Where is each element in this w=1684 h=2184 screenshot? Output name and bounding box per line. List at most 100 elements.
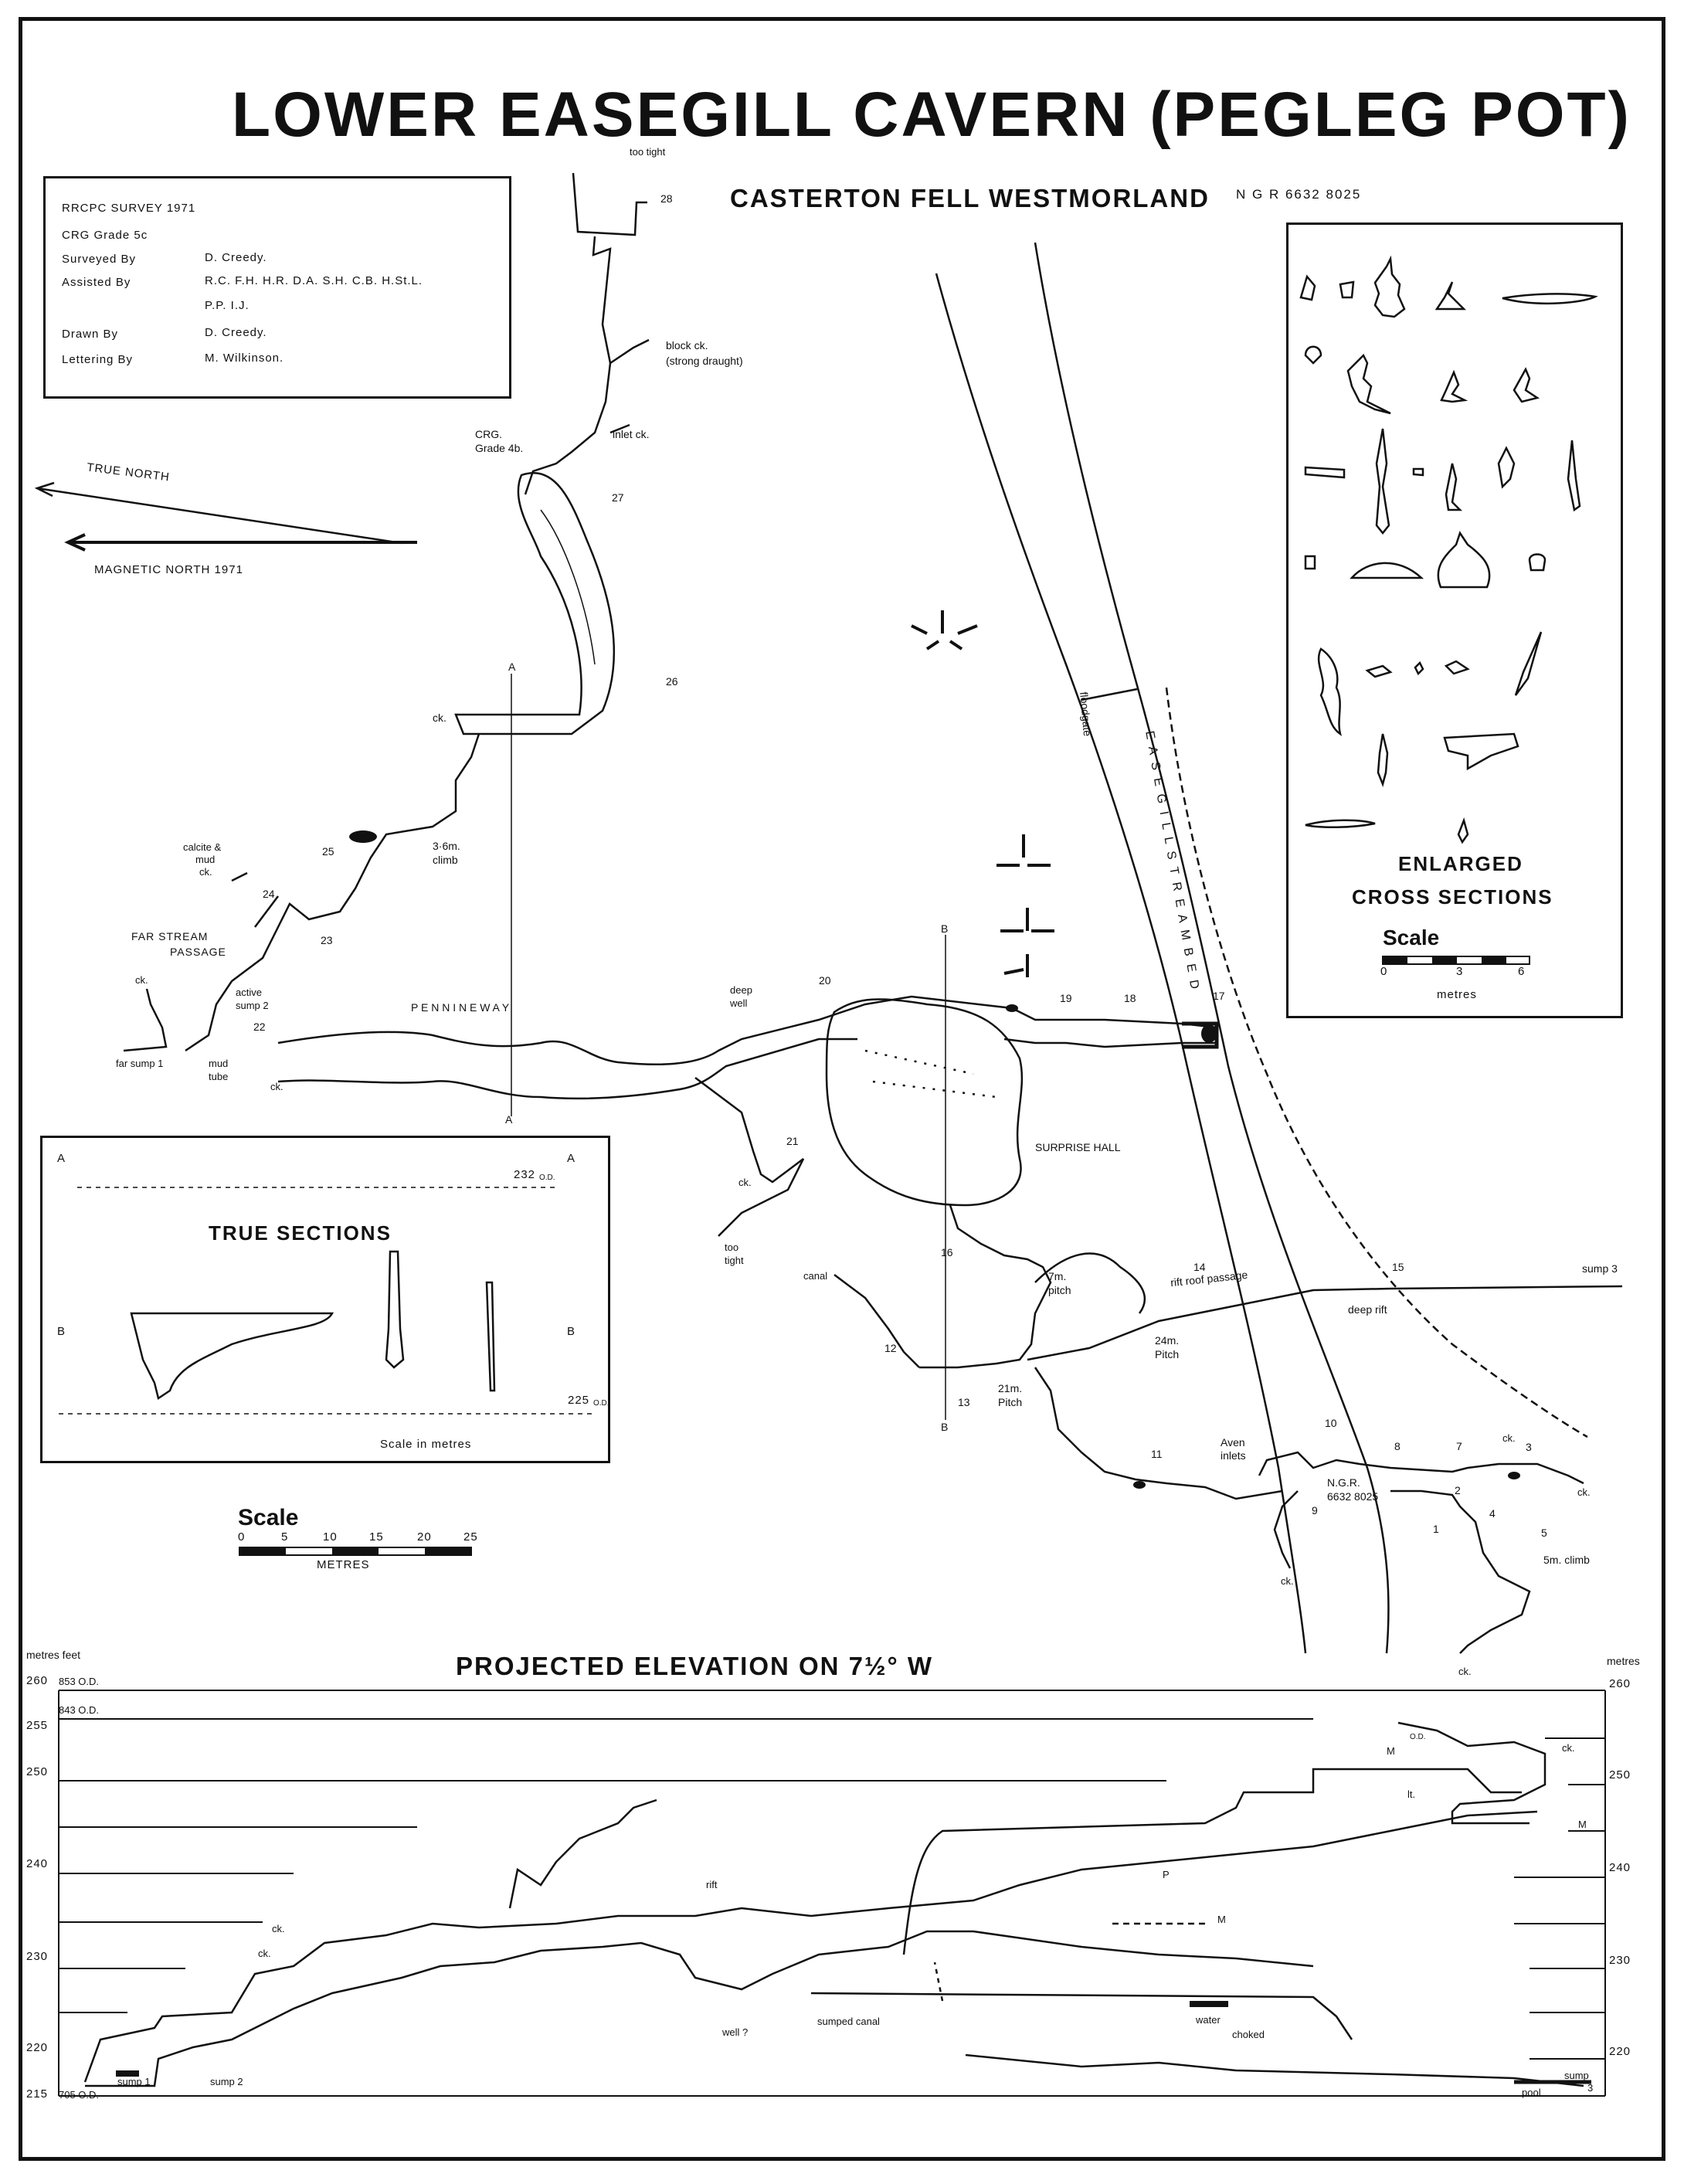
passage-26-to-22 xyxy=(185,733,480,1052)
cross-section-10 xyxy=(1304,466,1346,479)
scale-tick-20: 20 xyxy=(417,1530,432,1544)
station-19: 19 xyxy=(1060,992,1072,1004)
cross-sections-box xyxy=(1286,222,1623,1018)
station-11: 11 xyxy=(1151,1448,1163,1460)
section-b-right: B xyxy=(567,1325,576,1338)
main-scale-bar xyxy=(239,1547,472,1556)
surprise-hall-outline xyxy=(825,998,1024,1207)
cross-section-14 xyxy=(1497,446,1516,489)
elev-label-water: water xyxy=(1196,2014,1221,2026)
scale-tick-25: 25 xyxy=(463,1530,478,1544)
surveyed-by: D. Creedy. xyxy=(205,251,267,264)
cross-section-17 xyxy=(1350,562,1424,579)
passage-16-to-13 xyxy=(919,1204,1052,1369)
magnetic-north-arrowhead xyxy=(64,533,86,552)
right-level-240: 240 xyxy=(1609,1861,1631,1874)
cross-section-7 xyxy=(1346,353,1391,415)
label-ngr-value: 6632 8025 xyxy=(1327,1490,1379,1503)
left-level-240: 240 xyxy=(26,1857,49,1870)
cross-scale-tick-0: 0 xyxy=(1380,965,1388,978)
label-active: active xyxy=(236,987,262,998)
lettering-by-label: Lettering By xyxy=(62,353,134,366)
label-ck-aven: ck. xyxy=(1281,1575,1294,1587)
elev-label-sump2: sump 2 xyxy=(210,2076,243,2087)
cross-section-16 xyxy=(1304,555,1316,570)
label-5m-climb: 5m. climb xyxy=(1543,1554,1590,1566)
label-ck-5: ck. xyxy=(1458,1666,1472,1677)
station-27: 27 xyxy=(612,491,624,504)
label-21m-pitch: Pitch xyxy=(998,1396,1023,1408)
elev-label-rift: rift xyxy=(706,1879,718,1890)
level-225: 225 xyxy=(568,1394,590,1407)
calcite-branch xyxy=(231,871,279,928)
label-section-a-bottom: A xyxy=(505,1113,513,1126)
passage-27-26-inner xyxy=(540,509,596,665)
station-14: 14 xyxy=(1193,1261,1206,1273)
inlet-ck-passage xyxy=(609,423,630,434)
cross-section-27 xyxy=(1305,819,1376,829)
station-5: 5 xyxy=(1541,1527,1547,1539)
elev-label-ck3: ck. xyxy=(1562,1742,1575,1754)
scale-tick-5: 5 xyxy=(281,1530,289,1544)
section-b-left: B xyxy=(57,1325,66,1338)
cross-section-3 xyxy=(1373,255,1406,318)
station-24: 24 xyxy=(263,888,275,900)
true-north-arrow xyxy=(36,487,402,545)
elevation-sumped-canal xyxy=(810,1992,1353,2040)
station-20: 20 xyxy=(819,974,831,987)
assisted-by-label: Assisted By xyxy=(62,276,131,289)
elev-label-ck1: ck. xyxy=(272,1923,285,1934)
surveyed-by-label: Surveyed By xyxy=(62,253,137,266)
label-tight: tight xyxy=(725,1255,744,1266)
scale-tick-15: 15 xyxy=(369,1530,384,1544)
downstream-passage-east xyxy=(1390,1489,1531,1654)
canal-passage xyxy=(834,1274,920,1368)
left-level-215: 215 xyxy=(26,2087,49,2101)
station-12: 12 xyxy=(884,1342,897,1354)
label-7m-pitch: 7m. xyxy=(1048,1270,1067,1282)
far-sump-passage xyxy=(123,988,168,1052)
station-2: 2 xyxy=(1455,1484,1461,1496)
elev-label-choked: choked xyxy=(1232,2029,1265,2040)
label-pennine-way: P E N N I N E W A Y xyxy=(411,1001,510,1014)
left-level-230: 230 xyxy=(26,1950,49,1963)
label-21m: 21m. xyxy=(998,1382,1023,1394)
elevation-metres-right: metres xyxy=(1607,1655,1640,1667)
cross-scale-tick-6: 6 xyxy=(1518,965,1526,978)
label-24m-pitch: Pitch xyxy=(1155,1348,1180,1360)
cross-section-12 xyxy=(1412,467,1424,477)
station-15: 15 xyxy=(1392,1261,1404,1273)
upper-passage-line xyxy=(524,172,647,495)
level-232: 232 xyxy=(514,1168,536,1181)
section-a-left: A xyxy=(57,1152,66,1165)
passage-13-to-9 xyxy=(1034,1367,1283,1500)
elevation-lower-streamway xyxy=(965,2053,1584,2087)
true-section-b-profile xyxy=(130,1312,334,1401)
label-grade-4b: Grade 4b. xyxy=(475,442,524,454)
passage-17-end xyxy=(1182,1021,1219,1049)
level-232-od: O.D. xyxy=(539,1174,555,1182)
elev-label-m2: M xyxy=(1578,1819,1587,1830)
cross-sections-title-2: CROSS SECTIONS xyxy=(1352,885,1553,909)
label-calcite: calcite & xyxy=(183,841,222,853)
label-inlet-ck: inlet ck. xyxy=(613,428,650,440)
magnetic-north-label: MAGNETIC NORTH 1971 xyxy=(94,563,243,576)
label-far-stream: FAR STREAM xyxy=(131,930,209,943)
cross-section-25 xyxy=(1377,733,1389,787)
rift-roof-passage xyxy=(1027,1285,1623,1361)
scale-tick-10: 10 xyxy=(323,1530,338,1544)
station-7: 7 xyxy=(1456,1440,1462,1452)
label-ck-7: ck. xyxy=(1502,1432,1516,1444)
label-mud-tube-1: mud xyxy=(209,1058,229,1069)
cross-scale-tick-3: 3 xyxy=(1456,965,1464,978)
label-too: too xyxy=(725,1241,739,1253)
passage-21 xyxy=(694,1077,805,1237)
elev-label-sumped-canal: sumped canal xyxy=(817,2016,880,2027)
ngr-reference: N G R 6632 8025 xyxy=(1236,187,1362,202)
cross-scale-unit: metres xyxy=(1437,988,1477,1001)
surprise-hall-boulders xyxy=(864,1049,997,1099)
cross-section-22 xyxy=(1414,661,1424,676)
left-level-250: 250 xyxy=(26,1765,49,1778)
survey-name: RRCPC SURVEY 1971 xyxy=(62,202,196,215)
left-level-260: 260 xyxy=(26,1674,49,1687)
